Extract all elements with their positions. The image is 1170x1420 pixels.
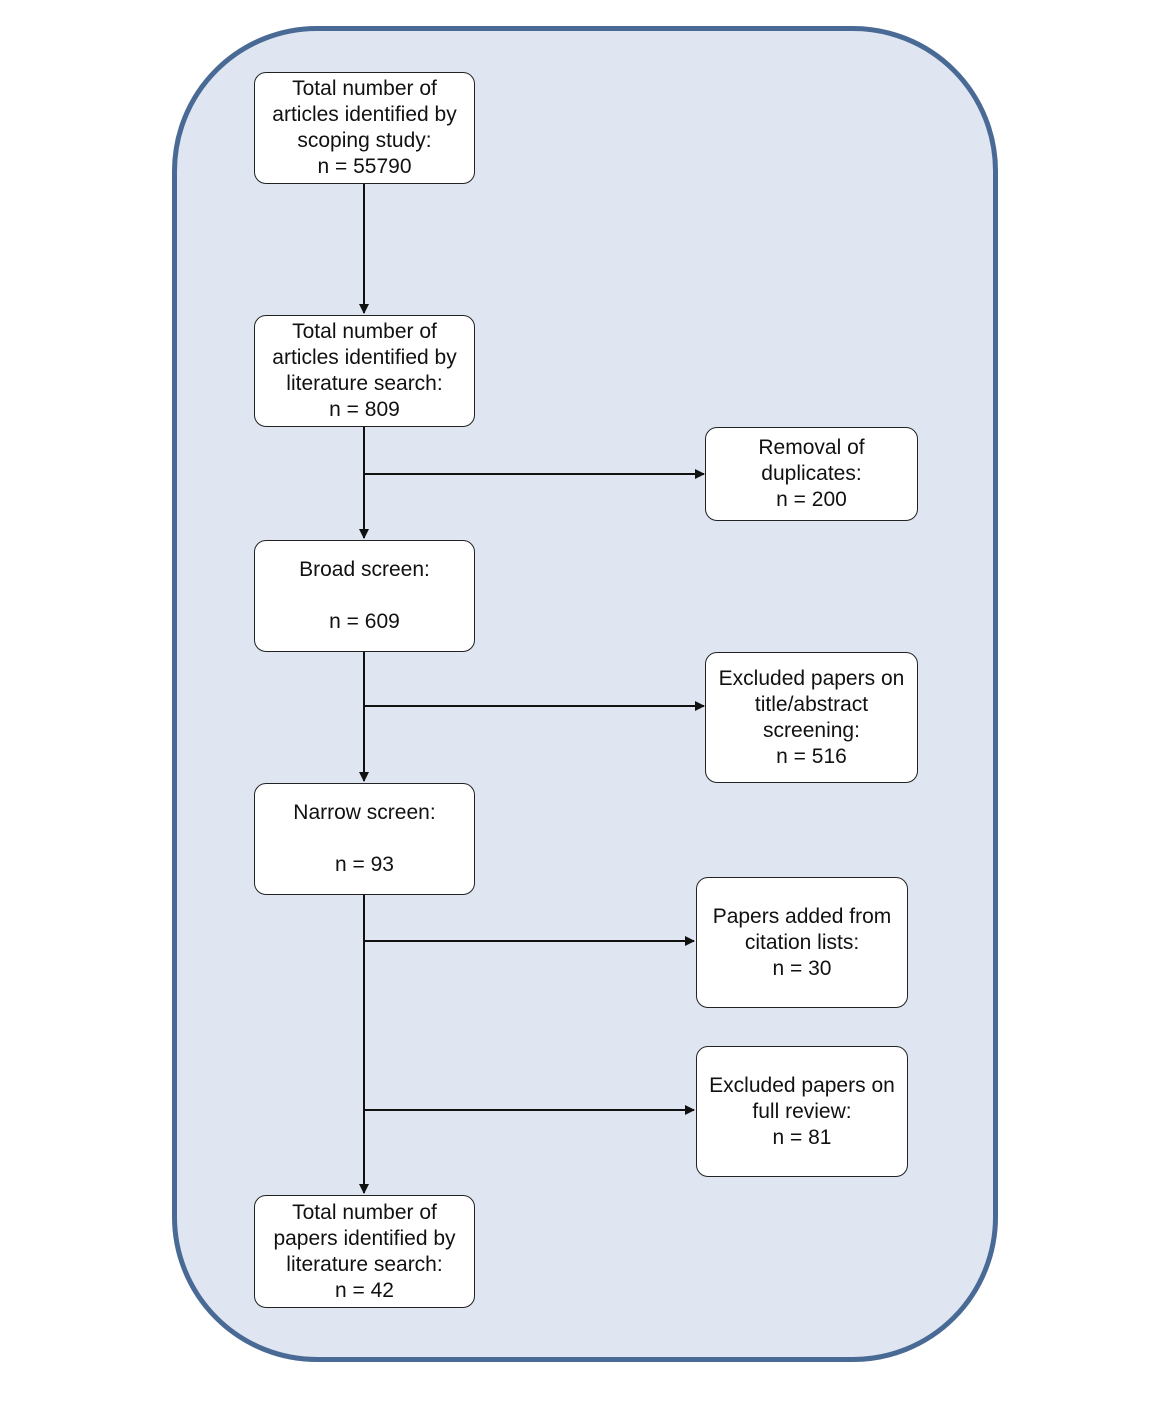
box-excluded-abstract: Excluded papers on title/abstract screen… <box>705 652 918 783</box>
box-line: Removal of <box>758 436 865 459</box>
box-line: Broad screen: <box>299 558 430 581</box>
box-count: n = 30 <box>772 956 832 980</box>
box-line: Total number of <box>292 320 437 343</box>
box-final-papers: Total number of papers identified by lit… <box>254 1195 475 1308</box>
box-literature-search: Total number of articles identified by l… <box>254 315 475 427</box>
box-line: title/abstract <box>754 692 869 716</box>
box-line: articles identified by <box>272 346 457 369</box>
box-narrow-screen: Narrow screen: n = 93 <box>254 783 475 895</box>
box-line: Total number of <box>292 1200 437 1224</box>
box-line: screening: <box>763 718 860 742</box>
box-line: Total number of <box>292 77 437 100</box>
box-count: n = 55790 <box>317 155 412 178</box>
box-line: full review: <box>752 1099 852 1123</box>
box-excluded-full-review: Excluded papers on full review: n = 81 <box>696 1046 908 1177</box>
box-count: n = 609 <box>329 610 400 633</box>
box-citation-lists: Papers added from citation lists: n = 30 <box>696 877 908 1008</box>
box-line: scoping study: <box>297 129 432 152</box>
box-count: n = 42 <box>335 1278 394 1302</box>
box-removal-duplicates: Removal of duplicates: n = 200 <box>705 427 918 521</box>
box-line: literature search: <box>286 372 443 395</box>
box-line: Narrow screen: <box>293 801 436 824</box>
box-line: papers identified by <box>273 1226 456 1250</box>
box-line: Papers added from <box>712 904 892 928</box>
box-count: n = 809 <box>329 398 400 421</box>
box-line: citation lists: <box>744 930 860 954</box>
box-count: n = 81 <box>772 1125 832 1149</box>
box-line: duplicates: <box>761 462 862 485</box>
box-line: literature search: <box>286 1252 443 1276</box>
box-count: n = 200 <box>776 488 847 511</box>
box-line: Excluded papers on <box>718 666 905 690</box>
box-count: n = 93 <box>335 853 394 876</box>
box-scoping-study: Total number of articles identified by s… <box>254 72 475 184</box>
box-count: n = 516 <box>776 744 847 768</box>
box-line: Excluded papers on <box>709 1073 895 1097</box>
box-broad-screen: Broad screen: n = 609 <box>254 540 475 652</box>
box-line: articles identified by <box>272 103 457 126</box>
